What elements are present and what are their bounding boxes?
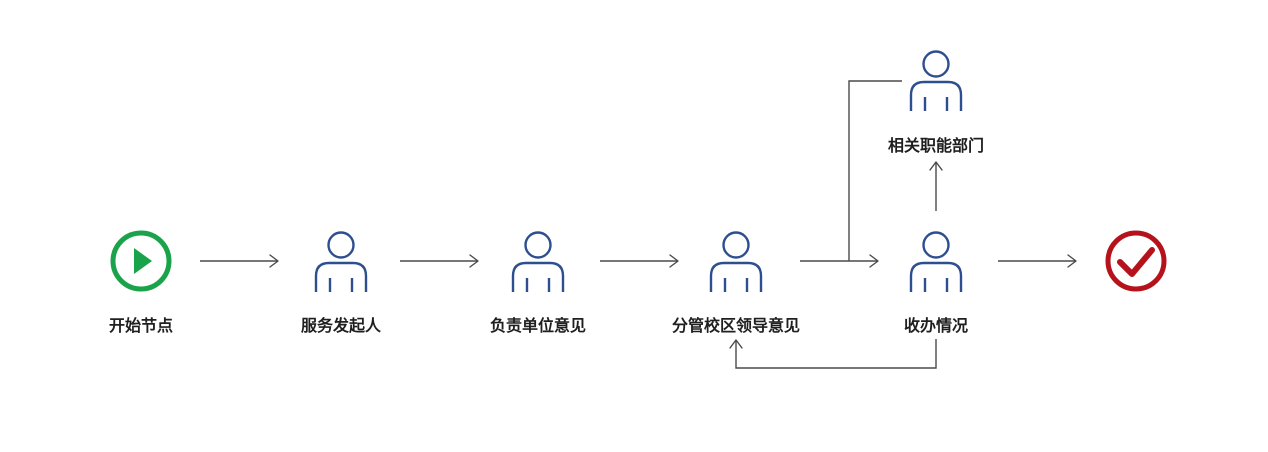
arrow-unit-opinion-to-leader-opinion bbox=[600, 254, 679, 268]
arrow-initiator-to-unit-opinion bbox=[400, 254, 479, 268]
leader-opinion-label: 分管校区领导意见 bbox=[671, 316, 800, 335]
departments-user-icon[interactable] bbox=[909, 50, 963, 112]
initiator-user-icon[interactable] bbox=[314, 231, 368, 293]
start-node-icon[interactable] bbox=[110, 230, 172, 292]
unit-opinion-user-icon[interactable] bbox=[511, 231, 565, 293]
handling-label: 收办情况 bbox=[903, 316, 968, 335]
arrow-start-to-initiator bbox=[200, 254, 279, 268]
handling-user-icon[interactable] bbox=[909, 231, 963, 293]
arrow-handling-to-end bbox=[998, 254, 1077, 268]
arrow-handling-back-to-leader-opinion bbox=[729, 339, 937, 369]
initiator-label: 服务发起人 bbox=[300, 316, 381, 335]
end-node-check-icon[interactable] bbox=[1105, 230, 1167, 292]
start-node-label: 开始节点 bbox=[108, 316, 173, 335]
leader-opinion-user-icon[interactable] bbox=[709, 231, 763, 293]
departments-label: 相关职能部门 bbox=[887, 136, 984, 155]
line-branch-to-departments bbox=[848, 80, 902, 261]
unit-opinion-label: 负责单位意见 bbox=[489, 316, 586, 335]
arrow-handling-to-departments bbox=[929, 161, 943, 211]
arrow-leader-opinion-to-handling bbox=[800, 254, 879, 268]
